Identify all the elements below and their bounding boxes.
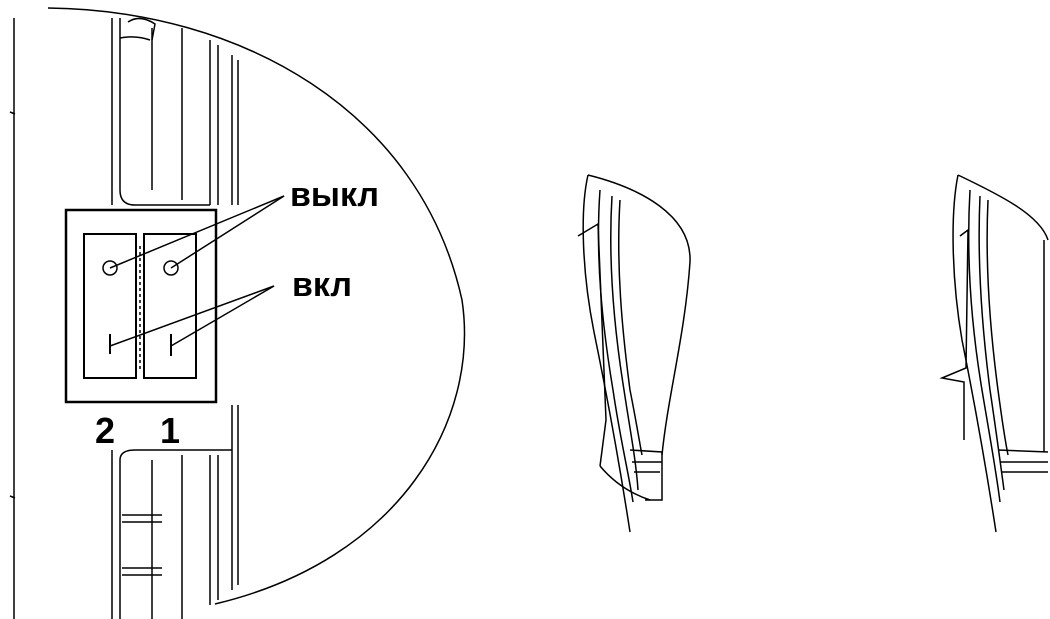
connector-rails (111, 17, 239, 619)
switch-number-1: 1 (160, 410, 180, 451)
on-leader-lines (109, 285, 275, 347)
switch-2-off-indicator (102, 260, 118, 276)
switch-1-slot[interactable] (143, 233, 197, 379)
switch-2-slot[interactable] (83, 233, 137, 379)
off-leader-lines (109, 195, 285, 269)
detail-circle-outline (47, 7, 466, 605)
switch-1-off-indicator (163, 260, 179, 276)
switch-number-2: 2 (95, 410, 115, 451)
indoor-unit-side-view-2 (939, 174, 1049, 533)
indoor-unit-side-view-1 (577, 174, 691, 533)
dip-switch-housing (64, 208, 218, 404)
on-callout-label: вкл (292, 266, 352, 304)
board-left-edge (9, 18, 16, 619)
off-callout-label: выкл (290, 176, 379, 214)
